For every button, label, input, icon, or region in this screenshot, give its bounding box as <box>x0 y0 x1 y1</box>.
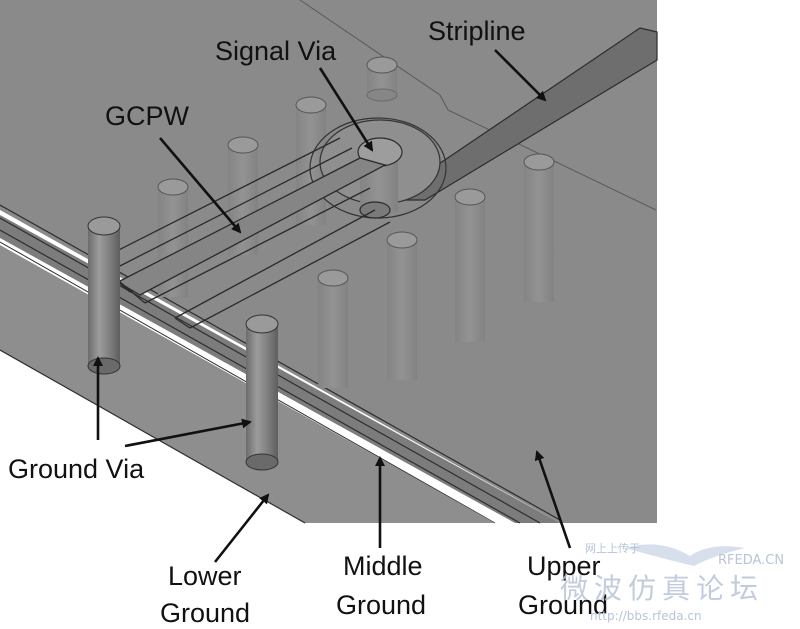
lower-ground-arrow <box>213 493 270 563</box>
upper-ground-label-line1: Upper <box>527 551 601 581</box>
ground-via-arrow-2 <box>124 418 252 448</box>
upper-ground-arrow <box>534 450 572 549</box>
gcpw-structure <box>94 137 391 329</box>
ghost-via <box>523 153 555 302</box>
ghost-via <box>454 188 486 342</box>
watermark-bird-icon <box>625 544 745 566</box>
front-ground-vias <box>87 216 279 471</box>
signal-via-arrow <box>318 67 374 152</box>
ground-via-label: Ground Via <box>8 454 145 484</box>
signal-via-label: Signal Via <box>215 36 337 66</box>
lower-ground-label-line2: Ground <box>160 598 250 628</box>
gcpw-label: GCPW <box>105 101 190 131</box>
lower-ground-label-line1: Lower <box>168 561 242 591</box>
gcpw-arrow <box>159 137 242 234</box>
watermark-small-text: 网上上传于 <box>585 542 640 555</box>
ghost-via <box>317 269 349 388</box>
upper-ground-label-line2: Ground <box>518 590 608 620</box>
watermark-url: http://bbs.rfeda.cn <box>590 609 702 623</box>
watermark-chinese: 微波仿真论坛 <box>560 572 764 605</box>
ground-via <box>245 314 279 471</box>
middle-ground-label-line2: Ground <box>336 590 426 620</box>
ghost-via <box>386 231 418 380</box>
watermark: 网上上传于 RFEDA.CN 微波仿真论坛 http://bbs.rfeda.c… <box>560 542 784 623</box>
watermark-brand: RFEDA.CN <box>718 553 784 568</box>
middle-ground-label-line1: Middle <box>343 551 423 581</box>
stripline-label: Stripline <box>428 16 526 46</box>
stripline-arrow <box>494 49 547 102</box>
labels: Stripline Signal Via GCPW Ground Via Low… <box>8 16 608 628</box>
ground-via <box>87 216 121 375</box>
ghost-via <box>366 56 398 102</box>
arrows <box>93 49 572 563</box>
